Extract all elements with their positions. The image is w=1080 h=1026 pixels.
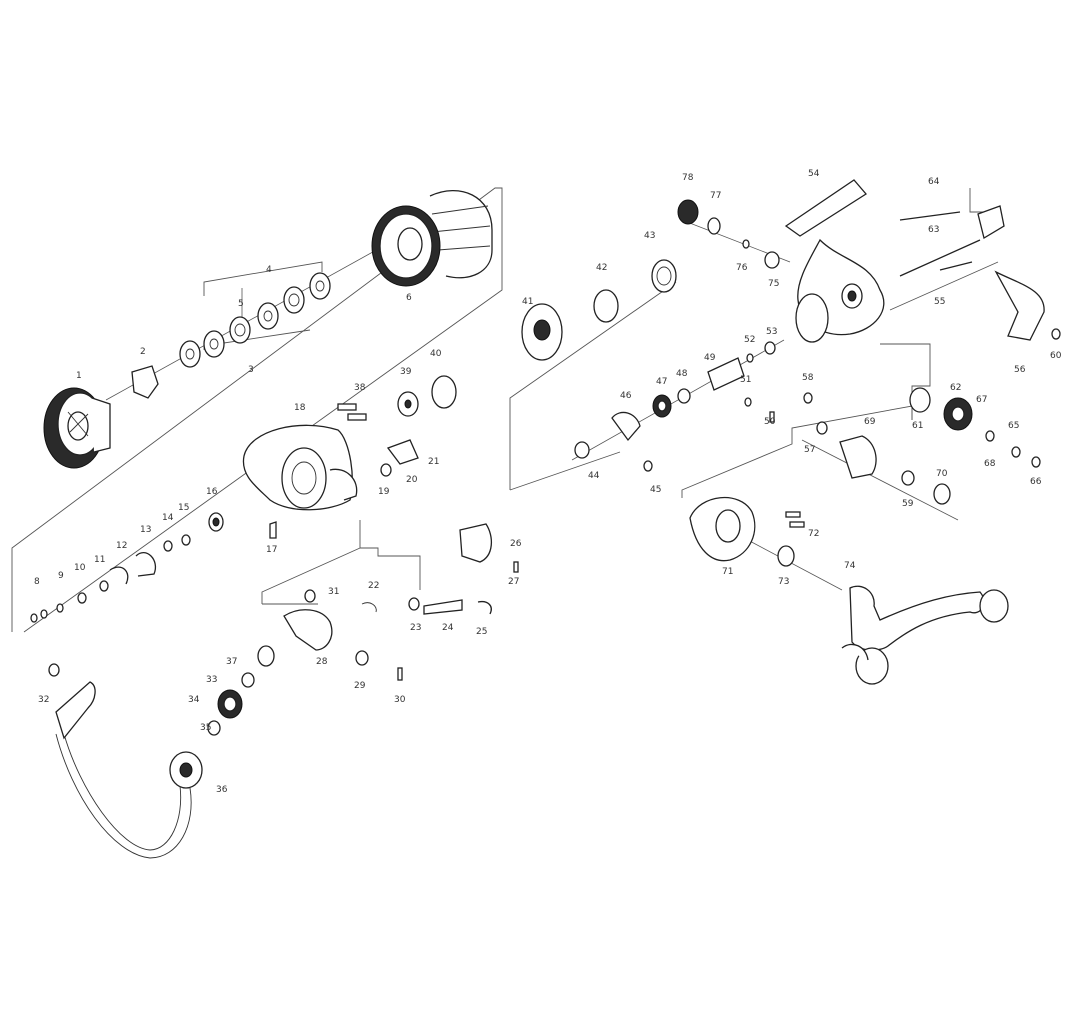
part-label: 15 [178, 503, 189, 513]
part-label: 26 [510, 539, 522, 549]
part-label: 51 [740, 375, 751, 385]
part-label: 46 [620, 391, 632, 401]
part-label: 17 [266, 545, 277, 555]
part-label: 28 [316, 657, 328, 667]
part-label: 78 [682, 173, 694, 183]
part-label: 22 [368, 581, 379, 591]
part-label: 25 [476, 627, 487, 637]
part-label: 75 [768, 279, 779, 289]
part-label: 43 [644, 231, 655, 241]
part-label: 71 [722, 567, 733, 577]
part-label: 70 [936, 469, 948, 479]
part-label: 11 [94, 555, 105, 565]
side-cover [689, 497, 805, 567]
part-label: 24 [442, 623, 454, 633]
pinion-and-gears [574, 199, 1041, 505]
part-label: 40 [430, 349, 442, 359]
spool [371, 189, 493, 287]
part-label: 21 [428, 457, 439, 467]
part-label: 2 [140, 347, 146, 357]
part-label: 74 [844, 561, 856, 571]
part-label: 23 [410, 623, 421, 633]
reel-body [784, 179, 1061, 343]
part-label: 9 [58, 571, 64, 581]
drag-clip [131, 365, 159, 399]
part-label: 37 [226, 657, 237, 667]
part-label: 49 [704, 353, 716, 363]
part-label: 63 [928, 225, 939, 235]
part-label: 68 [984, 459, 996, 469]
part-label: 55 [934, 297, 945, 307]
part-label: 45 [650, 485, 661, 495]
part-label: 64 [928, 177, 940, 187]
part-label: 31 [328, 587, 339, 597]
part-label: 18 [294, 403, 306, 413]
part-label: 67 [976, 395, 987, 405]
part-label: 16 [206, 487, 218, 497]
part-label: 56 [1014, 365, 1026, 375]
part-label: 13 [140, 525, 151, 535]
part-label: 12 [116, 541, 127, 551]
part-label: 44 [588, 471, 600, 481]
part-number-labels: 1 2 3 4 5 6 8 9 10 11 12 13 14 15 16 17 … [34, 169, 1062, 795]
part-label: 76 [736, 263, 748, 273]
part-label: 34 [188, 695, 200, 705]
part-label: 53 [766, 327, 777, 337]
part-label: 33 [206, 675, 217, 685]
part-label: 3 [248, 365, 254, 375]
part-label: 20 [406, 475, 418, 485]
part-label: 59 [902, 499, 914, 509]
part-label: 54 [808, 169, 820, 179]
part-label: 41 [522, 297, 533, 307]
part-label: 42 [596, 263, 607, 273]
part-label: 52 [744, 335, 755, 345]
part-label: 8 [34, 577, 40, 587]
part-label: 65 [1008, 421, 1019, 431]
part-label: 1 [76, 371, 82, 381]
part-label: 38 [354, 383, 366, 393]
part-label: 58 [802, 373, 814, 383]
part-label: 57 [804, 445, 815, 455]
part-label: 61 [912, 421, 923, 431]
part-label: 19 [378, 487, 390, 497]
part-label: 73 [778, 577, 789, 587]
part-label: 50 [764, 417, 776, 427]
rotor-face-plate [521, 259, 677, 361]
part-label: 35 [200, 723, 211, 733]
part-label: 72 [808, 529, 819, 539]
part-label: 29 [354, 681, 366, 691]
part-label: 39 [400, 367, 412, 377]
part-label: 66 [1030, 477, 1042, 487]
part-label: 5 [238, 299, 244, 309]
rotor-small-parts [30, 375, 457, 623]
part-label: 62 [950, 383, 961, 393]
part-label: 4 [266, 265, 272, 275]
part-label: 77 [710, 191, 721, 201]
part-label: 10 [74, 563, 86, 573]
handle [841, 585, 1009, 685]
part-label: 69 [864, 417, 876, 427]
rotor [242, 424, 358, 511]
part-label: 6 [406, 293, 412, 303]
part-label: 27 [508, 577, 519, 587]
part-label: 36 [216, 785, 228, 795]
part-label: 47 [656, 377, 667, 387]
part-label: 48 [676, 369, 688, 379]
part-label: 30 [394, 695, 406, 705]
part-label: 32 [38, 695, 49, 705]
drag-washers [179, 272, 331, 368]
spool-drag-knob [43, 387, 111, 469]
bail-assembly [48, 523, 519, 859]
part-label: 60 [1050, 351, 1062, 361]
part-label: 14 [162, 513, 174, 523]
